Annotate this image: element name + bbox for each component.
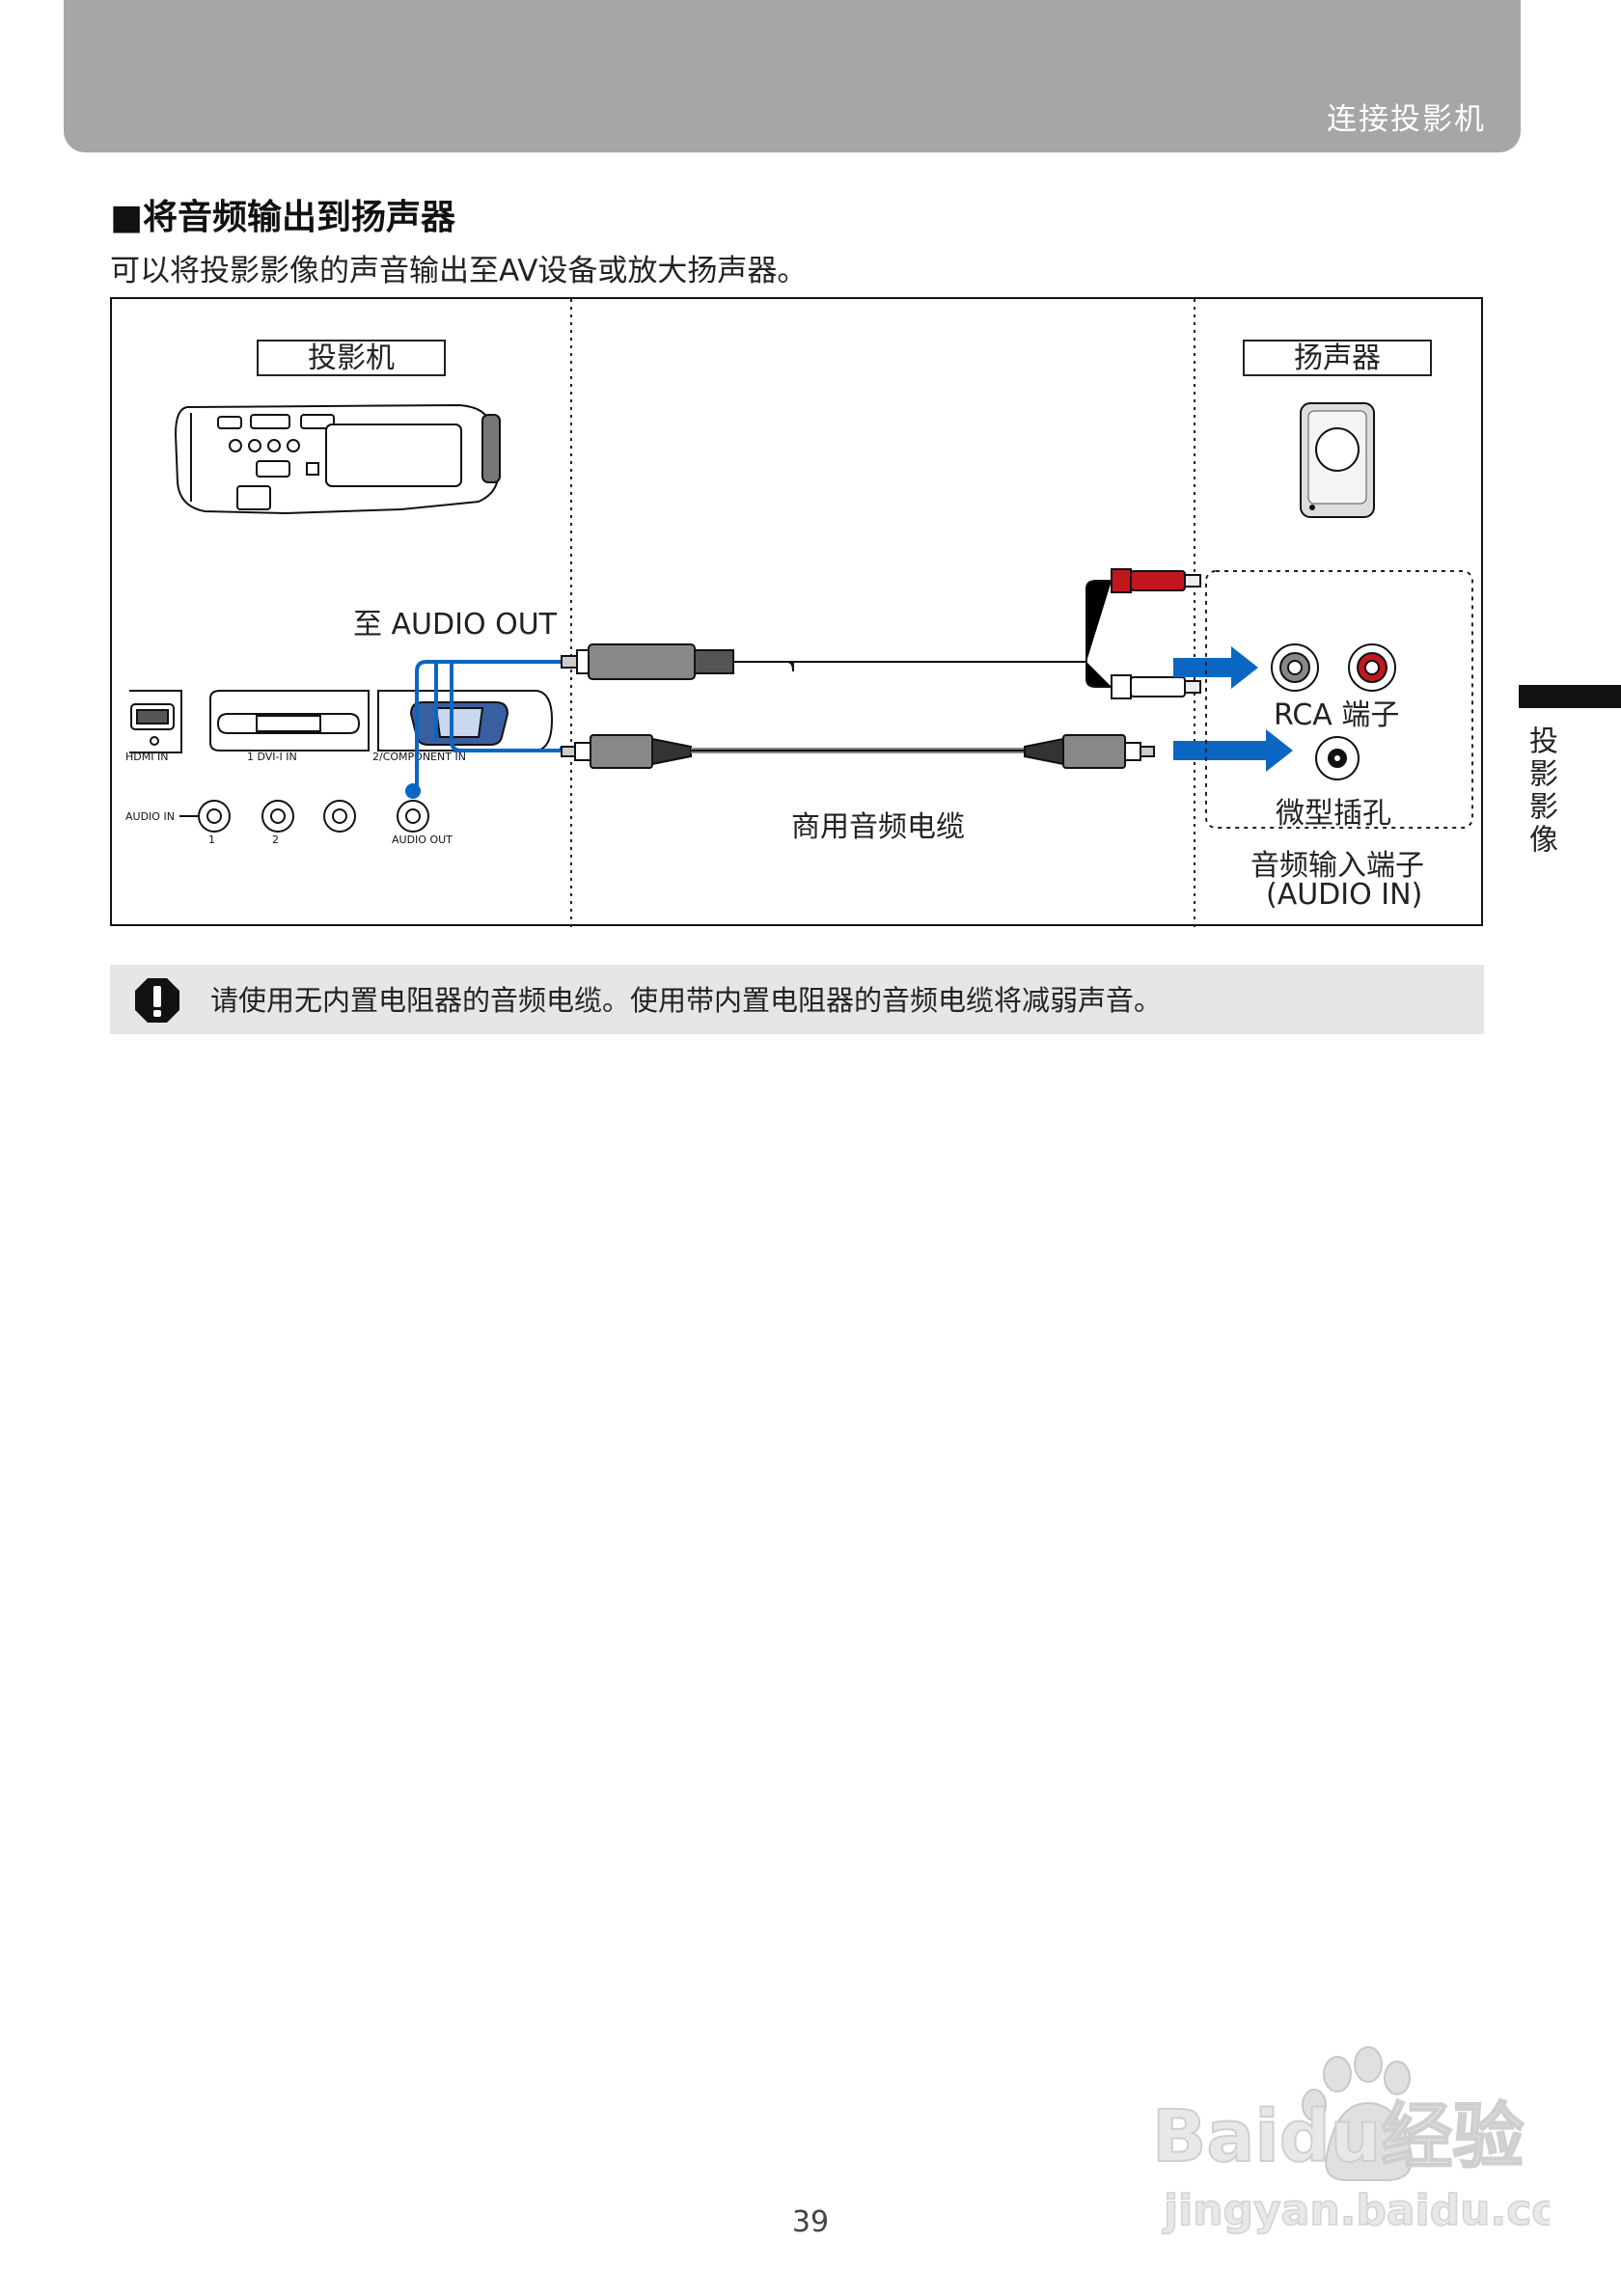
audio-input-sub-label: (AUDIO IN) <box>1266 878 1423 912</box>
audio-out-highlight <box>405 783 421 799</box>
arrows <box>1173 646 1293 772</box>
watermark-sub: jingyan.baidu.com <box>1162 2186 1550 2235</box>
audio-2-label: 2 <box>272 834 279 846</box>
audio-input-label: 音频输入端子 <box>1250 849 1424 883</box>
projector-illustration <box>174 403 501 515</box>
watermark-text: Baidu经验 <box>1152 2095 1524 2178</box>
audio-out-label: AUDIO OUT <box>392 834 453 846</box>
warning-icon <box>133 976 181 1028</box>
cable-label: 商用音频电缆 <box>791 810 965 844</box>
speaker-label: 扬声器 <box>1243 340 1432 376</box>
component-in-label: 2/COMPONENT IN <box>372 751 466 763</box>
mini-to-mini-cable <box>561 734 1155 769</box>
note-text: 请使用无内置电阻器的音频电缆。使用带内置电阻器的音频电缆将减弱声音。 <box>210 984 1163 1017</box>
rca-terminal-label: RCA 端子 <box>1274 698 1400 732</box>
side-tab-label: 投影影像 <box>1524 725 1557 857</box>
note-bar: 请使用无内置电阻器的音频电缆。使用带内置电阻器的音频电缆将减弱声音。 <box>110 965 1484 1034</box>
projector-label: 投影机 <box>257 340 446 376</box>
dvi-in-label: 1 DVI-I IN <box>247 751 297 763</box>
header-bar: 连接投影机 <box>64 0 1521 152</box>
page-number: 39 <box>791 2205 830 2239</box>
mini-jack-label: 微型插孔 <box>1276 797 1391 831</box>
panel-labels: HDMI IN 1 DVI-I IN 2/COMPONENT IN AUDIO … <box>125 751 466 846</box>
intro-text: 可以将投影影像的声音输出至AV设备或放大扬声器。 <box>110 254 808 288</box>
header-title: 连接投影机 <box>1327 102 1486 137</box>
connection-diagram: HDMI IN 1 DVI-I IN 2/COMPONENT IN AUDIO … <box>110 297 1483 928</box>
baidu-watermark: Baidu经验 jingyan.baidu.com <box>1144 2036 1606 2261</box>
speaker-illustration <box>1300 402 1375 518</box>
section-heading: ■将音频输出到扬声器 <box>110 198 456 237</box>
audio-1-label: 1 <box>208 834 215 846</box>
side-tab[interactable] <box>1519 685 1621 708</box>
hdmi-in-label: HDMI IN <box>125 751 168 763</box>
mini-jack <box>1315 736 1360 780</box>
mini-to-rca-cable <box>561 568 1201 699</box>
to-audio-out-label: 至 AUDIO OUT <box>353 608 558 642</box>
input-terminal-box <box>1205 570 1473 829</box>
arrow-to-rca <box>1173 646 1258 689</box>
rca-jacks <box>1271 643 1396 692</box>
audio-in-label: AUDIO IN <box>125 810 175 823</box>
projector-rear-panel <box>129 690 554 833</box>
diagram-drawing: HDMI IN 1 DVI-I IN 2/COMPONENT IN AUDIO … <box>125 299 1473 928</box>
arrow-to-mini-jack <box>1173 729 1293 772</box>
